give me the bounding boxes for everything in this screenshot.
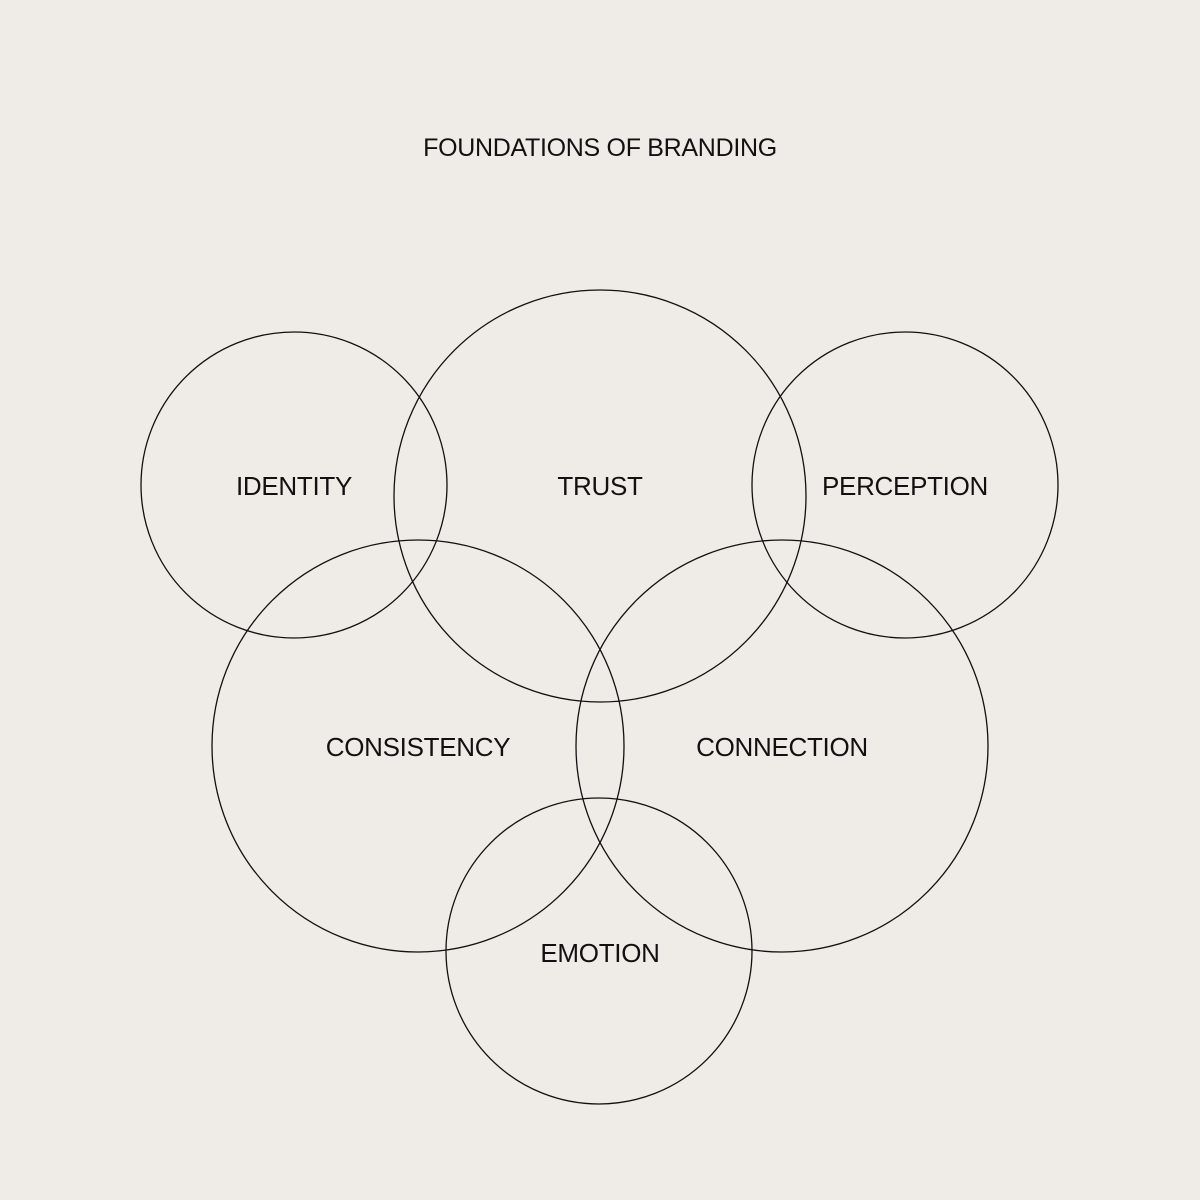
- label-identity: IDENTITY: [236, 471, 352, 501]
- circle-identity: [140, 331, 448, 639]
- circle-consistency: [211, 539, 625, 953]
- circle-connection: [575, 539, 989, 953]
- label-perception: PERCEPTION: [822, 471, 988, 501]
- label-connection: CONNECTION: [696, 732, 868, 762]
- circle-emotion: [445, 797, 753, 1105]
- circle-perception: [751, 331, 1059, 639]
- label-trust: TRUST: [557, 471, 643, 501]
- label-emotion: EMOTION: [540, 938, 659, 968]
- label-consistency: CONSISTENCY: [326, 732, 511, 762]
- diagram-title: FOUNDATIONS OF BRANDING: [423, 134, 777, 162]
- circle-trust: [393, 289, 807, 703]
